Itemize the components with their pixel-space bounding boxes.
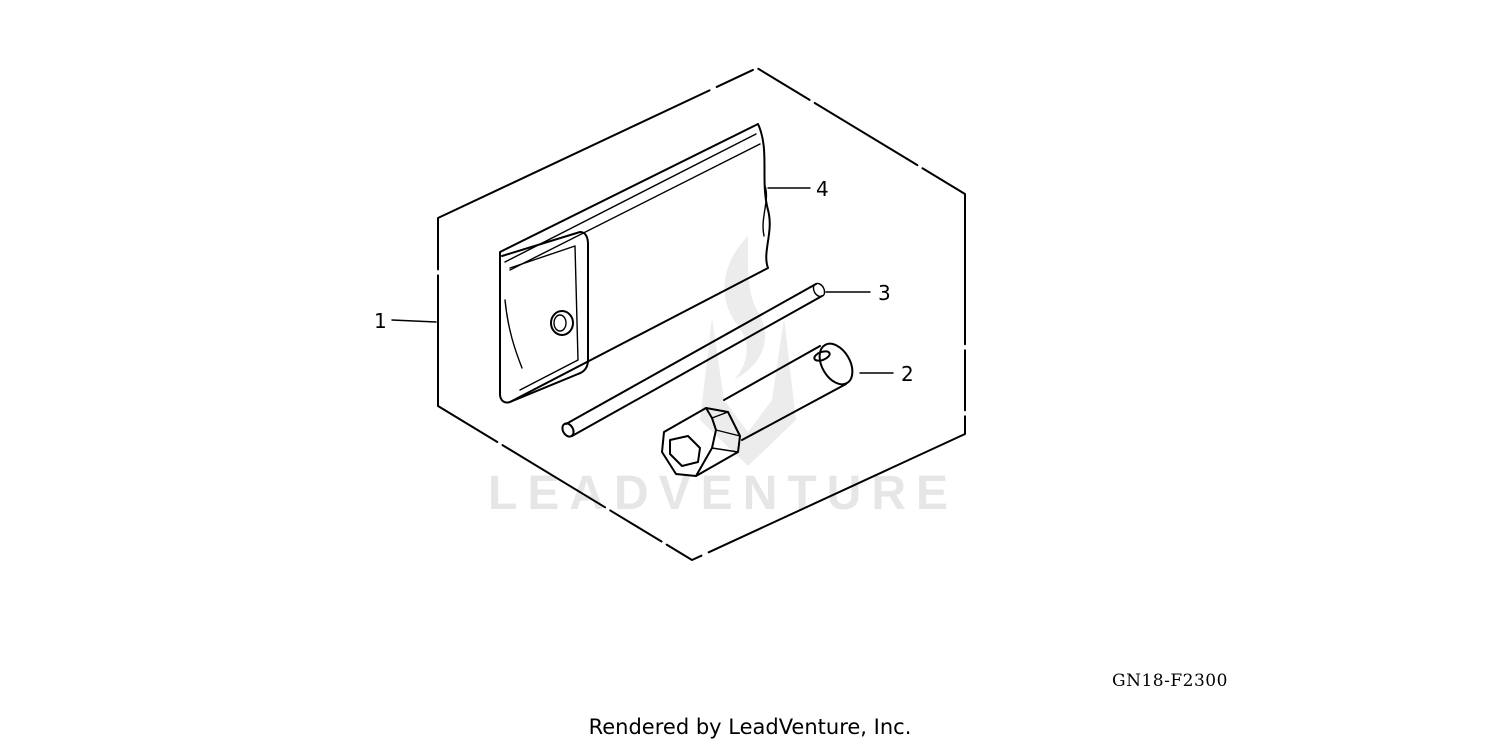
wrench-handle-bar	[561, 282, 826, 438]
tool-bag	[499, 123, 771, 404]
callout-leaders	[391, 187, 894, 374]
flame-logo-icon	[700, 236, 796, 466]
callout-3: 3	[878, 281, 891, 305]
diagram-code: GN18-F2300	[1112, 671, 1228, 691]
callout-4: 4	[816, 177, 829, 201]
watermark-text: LEADVENTURE	[488, 467, 959, 520]
spark-plug-wrench	[661, 342, 854, 477]
callout-2: 2	[901, 362, 914, 386]
kit-outline	[437, 67, 966, 561]
rendered-by-footer: Rendered by LeadVenture, Inc.	[588, 715, 912, 739]
callout-1: 1	[374, 309, 387, 333]
